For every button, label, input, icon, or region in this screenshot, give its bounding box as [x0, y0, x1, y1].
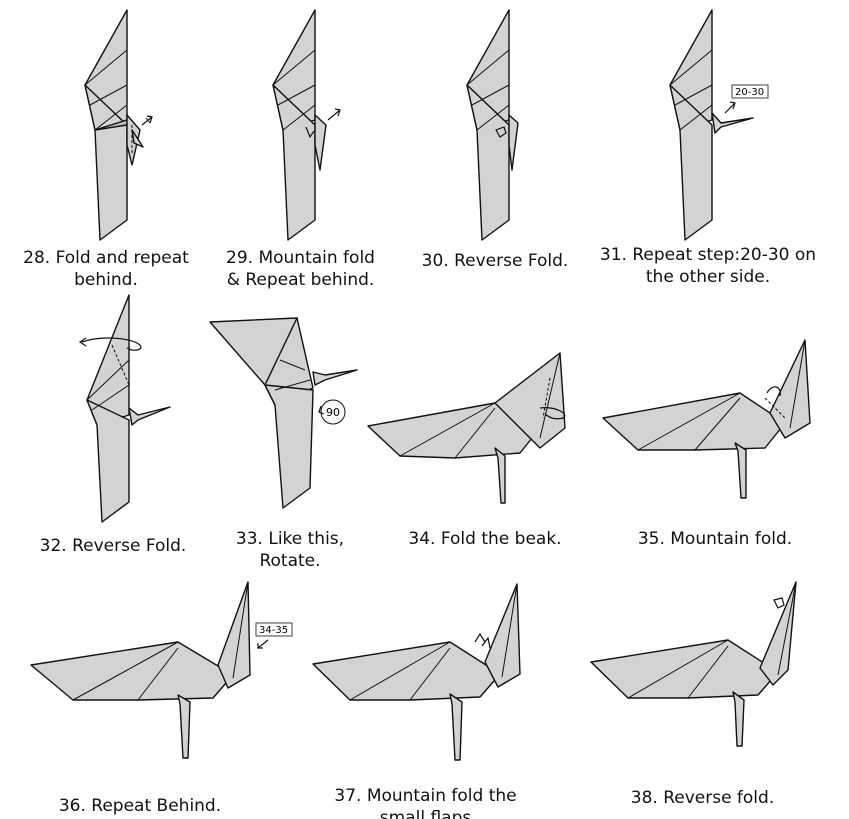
step-35-diagram: [602, 339, 811, 499]
caption-line: & Repeat behind.: [226, 270, 375, 290]
step-28-diagram: [84, 9, 153, 241]
caption-line: 33. Like this,: [235, 529, 345, 549]
caption-line: 29. Mountain fold: [226, 248, 375, 268]
caption-line: the other side.: [645, 267, 771, 287]
caption-line: 37. Mountain fold the: [334, 786, 517, 806]
step-32-diagram: [78, 294, 171, 523]
caption-line: 36. Repeat Behind.: [58, 796, 222, 816]
step-35-caption: 35. Mountain fold.: [620, 528, 810, 550]
caption-line: behind.: [74, 270, 138, 290]
step-31-caption: 31. Repeat step:20-30 on the other side.: [588, 244, 828, 288]
caption-line: 28. Fold and repeat: [23, 248, 189, 268]
step-28-caption: 28. Fold and repeat behind.: [6, 247, 206, 291]
step-33-caption: 33. Like this, Rotate.: [195, 528, 385, 572]
caption-line: small flaps: [379, 808, 472, 819]
step-37-caption: 37. Mountain fold the small flaps: [318, 785, 533, 819]
step-29-caption: 29. Mountain fold & Repeat behind.: [203, 247, 398, 291]
step-38-diagram: [590, 581, 797, 747]
step-31-tag: 20-30: [735, 87, 764, 98]
step-34-diagram: [367, 352, 566, 504]
caption-line: Rotate.: [259, 551, 321, 571]
caption-line: 30. Reverse Fold.: [421, 251, 569, 271]
step-36-tag: 34-35: [259, 625, 288, 636]
step-30-diagram: [466, 9, 519, 241]
step-36-caption: 36. Repeat Behind.: [45, 795, 235, 817]
step-38-caption: 38. Reverse fold.: [610, 787, 795, 809]
step-33-rotation: 90: [326, 406, 340, 419]
step-30-caption: 30. Reverse Fold.: [400, 250, 590, 272]
caption-line: 35. Mountain fold.: [637, 529, 793, 549]
caption-line: 34. Fold the beak.: [408, 529, 562, 549]
step-29-diagram: [272, 9, 341, 241]
step-31-diagram: 20-30: [669, 9, 769, 241]
step-32-caption: 32. Reverse Fold.: [28, 535, 198, 557]
step-33-diagram: 90: [209, 317, 358, 509]
step-34-caption: 34. Fold the beak.: [390, 528, 580, 550]
step-36-diagram: 34-35: [30, 581, 293, 759]
caption-line: 31. Repeat step:20-30 on: [599, 245, 817, 265]
caption-line: 38. Reverse fold.: [630, 788, 775, 808]
step-37-diagram: [312, 583, 521, 761]
caption-line: 32. Reverse Fold.: [39, 536, 187, 556]
